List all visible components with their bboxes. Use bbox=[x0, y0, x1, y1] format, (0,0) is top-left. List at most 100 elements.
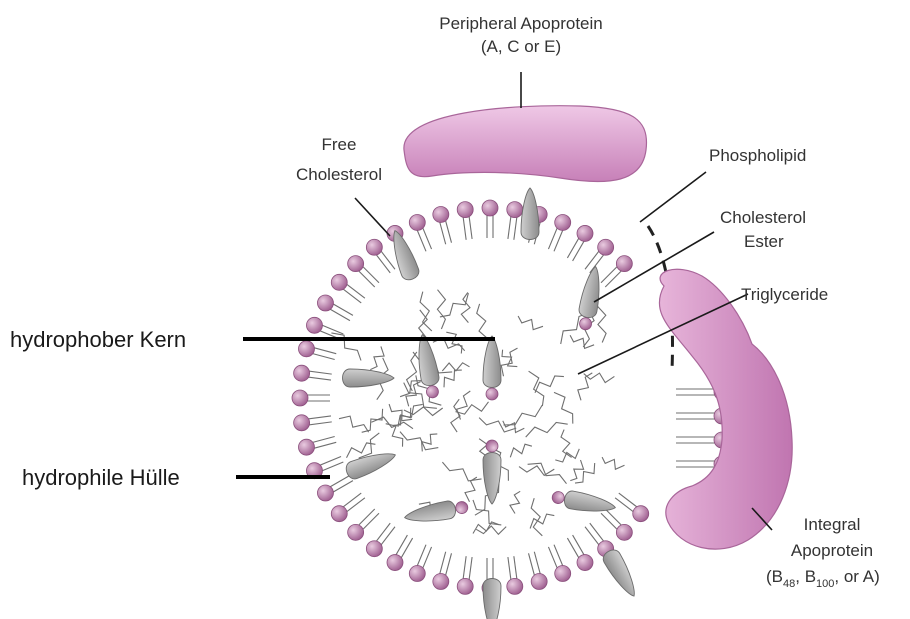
lipid-tail bbox=[446, 332, 462, 353]
cholesterol bbox=[483, 579, 501, 619]
phospholipid-head bbox=[555, 214, 571, 230]
phospholipid-head bbox=[366, 541, 382, 557]
cholesterol-body bbox=[483, 336, 501, 388]
phospholipid-head bbox=[555, 566, 571, 582]
phospholipid-head bbox=[507, 202, 523, 218]
cholesterol bbox=[403, 498, 469, 527]
integral-apoprotein-label-3: (B48, B100, or A) bbox=[766, 567, 880, 590]
lipid-tail bbox=[570, 460, 583, 481]
lipid-tail bbox=[529, 371, 544, 406]
triglyceride-label: Triglyceride bbox=[741, 285, 828, 304]
cholesterol-body bbox=[483, 579, 501, 619]
phospholipid-head bbox=[317, 485, 333, 501]
peripheral-apoprotein-label-1: Peripheral Apoprotein bbox=[439, 14, 603, 33]
cholesterol-head bbox=[579, 317, 593, 331]
lipid-tail bbox=[504, 405, 543, 425]
lipid-tail bbox=[561, 430, 572, 458]
phospholipid-head bbox=[616, 256, 632, 272]
lipid-tail bbox=[461, 292, 470, 322]
lipid-tail bbox=[437, 290, 445, 329]
cholesterol bbox=[551, 488, 617, 517]
cholesterol-body bbox=[578, 265, 605, 319]
phospholipid-head bbox=[433, 206, 449, 222]
phospholipid-head bbox=[348, 524, 364, 540]
lipid-tail bbox=[440, 293, 469, 317]
cholesterol-head bbox=[455, 501, 469, 515]
lipid-tail bbox=[386, 424, 403, 447]
lipid-tail bbox=[570, 335, 594, 348]
lipid-tail bbox=[555, 449, 579, 462]
phospholipid-head bbox=[387, 555, 403, 571]
cholesterol bbox=[600, 547, 641, 601]
phospholipid-head bbox=[294, 365, 310, 381]
phospholipid-head bbox=[306, 317, 322, 333]
phospholipid-head bbox=[577, 555, 593, 571]
lipid-tail bbox=[503, 421, 525, 433]
phospholipid-head bbox=[409, 566, 425, 582]
lipid-tail bbox=[457, 391, 471, 420]
lipid-tail bbox=[407, 352, 417, 391]
lipid-tail bbox=[554, 392, 573, 423]
hydrophilic-shell-label: hydrophile Hülle bbox=[22, 465, 180, 490]
phospholipid-head bbox=[298, 439, 314, 455]
cholesterol bbox=[413, 333, 442, 399]
integral-apoprotein-label-1: Integral bbox=[804, 515, 861, 534]
lipid-tail bbox=[465, 477, 477, 502]
lipid-tail bbox=[473, 500, 501, 525]
peripheral-apoprotein-shape bbox=[404, 106, 647, 182]
lipid-tail bbox=[578, 373, 593, 400]
phospholipid-head bbox=[298, 341, 314, 357]
phospholipid-head bbox=[317, 295, 333, 311]
phospholipid-head bbox=[633, 506, 649, 522]
phospholipid-head bbox=[531, 574, 547, 590]
cholesterol-head bbox=[425, 385, 439, 399]
lipid-tail bbox=[584, 373, 615, 383]
free-cholesterol-label-2: Cholesterol bbox=[296, 165, 382, 184]
cholesterol-ester-label-1: Cholesterol bbox=[720, 208, 806, 227]
phospholipid-head bbox=[433, 574, 449, 590]
cholesterol-molecules bbox=[343, 188, 642, 619]
cholesterol bbox=[483, 440, 501, 504]
cholesterol-head bbox=[551, 491, 565, 505]
lipid-tail bbox=[598, 306, 607, 342]
phospholipid-head bbox=[331, 274, 347, 290]
phospholipid-head bbox=[598, 239, 614, 255]
lipid-tail bbox=[339, 416, 369, 432]
phospholipid-head bbox=[482, 200, 498, 216]
cholesterol-body bbox=[600, 547, 641, 601]
phospholipid-head bbox=[294, 415, 310, 431]
lipid-tail bbox=[575, 463, 595, 483]
lipid-tail bbox=[535, 376, 564, 393]
cholesterol-head bbox=[486, 440, 498, 452]
phospholipid-monolayer bbox=[292, 200, 730, 596]
lipid-tail bbox=[519, 466, 554, 476]
lipid-tail bbox=[362, 409, 383, 433]
phospholipid-head bbox=[409, 214, 425, 230]
lipid-tail bbox=[370, 346, 384, 369]
cholesterol-head bbox=[486, 388, 498, 400]
cholesterol bbox=[483, 336, 501, 400]
lipid-tail bbox=[510, 444, 532, 457]
phospholipid-head bbox=[366, 239, 382, 255]
lipid-tail bbox=[476, 526, 506, 534]
phospholipid-label: Phospholipid bbox=[709, 146, 806, 165]
hydrophobic-core-label: hydrophober Kern bbox=[10, 327, 186, 352]
phospholipid-head bbox=[331, 506, 347, 522]
phospholipid-head bbox=[616, 524, 632, 540]
lipid-tail bbox=[477, 304, 488, 339]
peripheral-apoprotein-label-2: (A, C or E) bbox=[481, 37, 561, 56]
integral-apoprotein-shape bbox=[659, 269, 792, 549]
cholesterol-ester-label-2: Ester bbox=[744, 232, 784, 251]
phospholipid-head bbox=[348, 256, 364, 272]
free-cholesterol-label-1: Free bbox=[322, 135, 357, 154]
phospholipid-head bbox=[507, 578, 523, 594]
phospholipid-head bbox=[457, 202, 473, 218]
lipid-tail bbox=[518, 316, 543, 330]
cholesterol bbox=[521, 188, 539, 240]
integral-apoprotein-label-2: Apoprotein bbox=[791, 541, 873, 560]
lipid-tail bbox=[531, 498, 542, 536]
lipid-tail bbox=[602, 457, 624, 469]
cholesterol-body bbox=[521, 188, 539, 240]
lipid-tail bbox=[371, 417, 413, 429]
